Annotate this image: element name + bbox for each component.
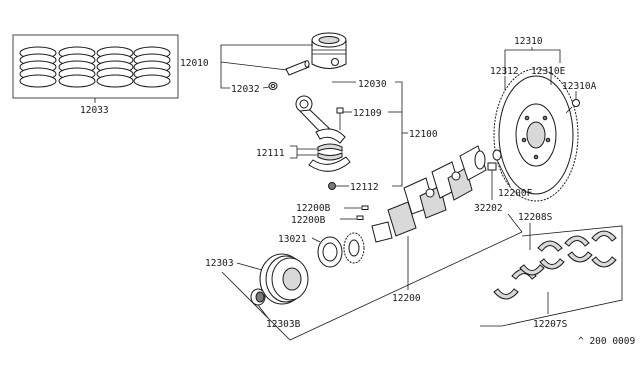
snap-ring[interactable] xyxy=(268,82,278,90)
ring-set-frame xyxy=(12,34,179,99)
connecting-rod[interactable] xyxy=(295,95,351,172)
leader-pilot-bushing xyxy=(496,159,511,187)
flywheel[interactable] xyxy=(493,68,579,202)
label-main-bearing-lower[interactable]: 12207S xyxy=(533,319,568,330)
label-key-a[interactable]: 12200B xyxy=(296,203,331,214)
piston-pin[interactable] xyxy=(285,60,310,76)
conrod-bearing-upper[interactable] xyxy=(317,143,343,152)
main-bearings-upper[interactable] xyxy=(511,230,617,280)
label-ring-gear[interactable]: 12312 xyxy=(490,66,519,77)
crankshaft[interactable] xyxy=(371,145,487,243)
leader-snap-ring xyxy=(262,86,270,89)
bearing-bracket xyxy=(290,145,298,159)
conrod-bearing-lower[interactable] xyxy=(317,152,343,161)
main-bearings-lower[interactable] xyxy=(493,251,617,300)
label-conrod-group[interactable]: 12100 xyxy=(409,129,438,140)
crank-key-b[interactable] xyxy=(356,215,364,220)
label-timing-sprocket[interactable]: 13021 xyxy=(278,234,307,245)
conrod-bolt[interactable] xyxy=(336,107,344,130)
leader-piston xyxy=(220,44,313,62)
piston[interactable] xyxy=(311,32,347,69)
leader-piston-pin xyxy=(220,61,288,71)
label-main-bearing-upper[interactable]: 12208S xyxy=(518,212,553,223)
label-conrod-bearing[interactable]: 12111 xyxy=(256,148,285,159)
diagram-code: ^ 200 0009 xyxy=(578,336,635,347)
leader-pulley xyxy=(236,262,263,271)
main-frame-lower xyxy=(221,231,523,341)
frame-link xyxy=(507,213,523,233)
timing-sprocket[interactable] xyxy=(343,232,365,264)
flywheel-bolt[interactable] xyxy=(565,99,580,114)
ring-stack-4 xyxy=(133,46,171,88)
leader-timing-sprocket xyxy=(311,237,321,243)
label-crankshaft[interactable]: 12200 xyxy=(392,293,421,304)
label-conrod-nut[interactable]: 12112 xyxy=(350,182,379,193)
flywheel-bracket xyxy=(504,49,561,75)
label-crank-sensor[interactable]: 32202 xyxy=(474,203,503,214)
label-pulley-bolt[interactable]: 12303B xyxy=(266,319,301,330)
label-piston-ring-set: 12033 xyxy=(80,105,109,116)
pulley-bolt[interactable] xyxy=(250,288,266,306)
pilot-bushing[interactable] xyxy=(492,149,502,161)
crank-sensor[interactable] xyxy=(487,162,497,171)
conrod-group-bracket xyxy=(392,81,403,187)
label-pilot-bushing[interactable]: 12200F xyxy=(498,188,533,199)
bearing-box-outline xyxy=(480,225,623,327)
label-flywheel-pin[interactable]: 12310E xyxy=(531,66,566,77)
label-pulley[interactable]: 12303 xyxy=(205,258,234,269)
ring-stack-1 xyxy=(19,46,57,88)
ring-stack-2 xyxy=(58,46,96,88)
conrod-nut[interactable] xyxy=(328,182,336,190)
label-flywheel-assy[interactable]: 12310 xyxy=(514,36,543,47)
label-key-b[interactable]: 12200B xyxy=(291,215,326,226)
label-flywheel-bolt[interactable]: 12310A xyxy=(562,81,597,92)
label-snap-ring[interactable]: 12032 xyxy=(231,84,260,95)
piston-ring-set[interactable]: 12033 xyxy=(12,34,179,116)
crank-pulley[interactable] xyxy=(259,253,309,305)
label-conrod-bolt[interactable]: 12109 xyxy=(353,108,382,119)
crank-seal[interactable] xyxy=(317,236,343,268)
leader-snap-ring-bracket xyxy=(220,62,230,89)
crank-key-a[interactable] xyxy=(361,205,369,210)
label-conrod-assy[interactable]: 12030 xyxy=(358,79,387,90)
label-piston[interactable]: 12010 xyxy=(180,58,209,69)
ring-stack-3 xyxy=(96,46,134,88)
